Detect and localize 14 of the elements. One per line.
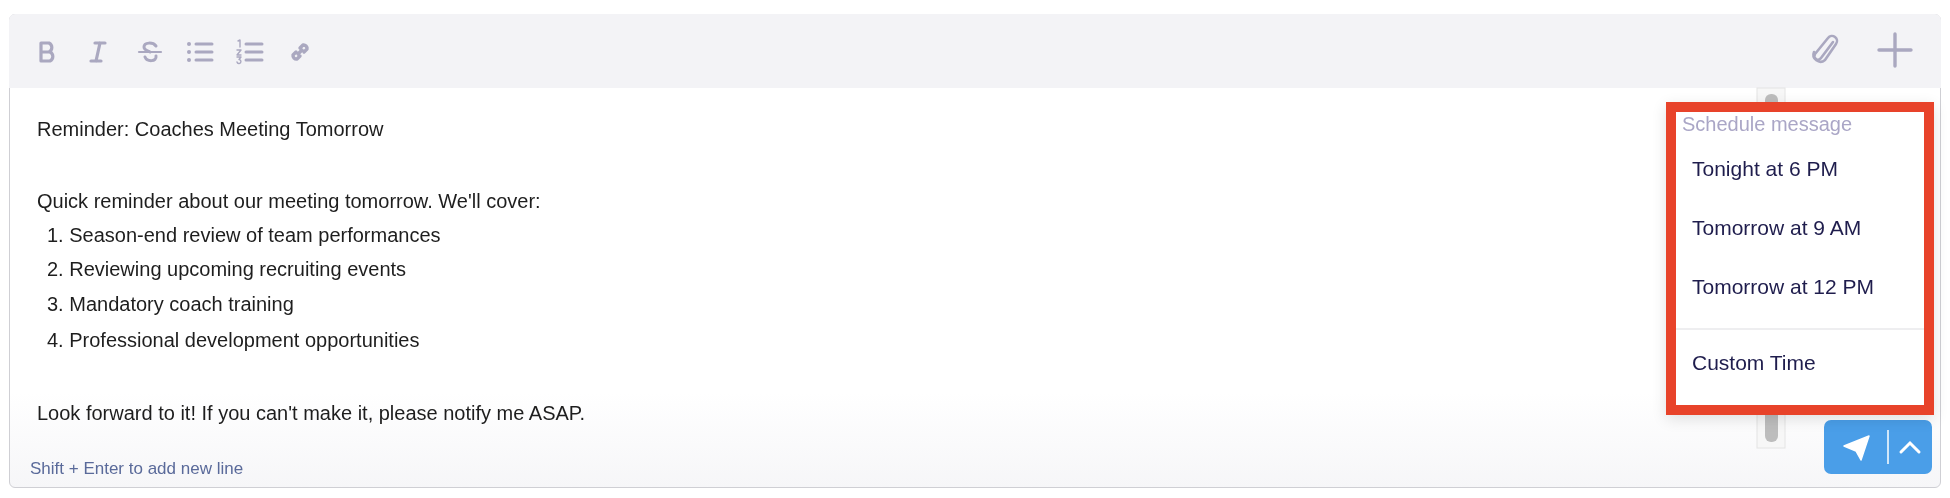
menu-item: Tomorrow at 9 AM [1692,215,1862,241]
list-item: 2. Reviewing upcoming recruiting events [47,257,407,281]
hint-text: Shift + Enter to add new line [30,458,244,480]
message-subject: Reminder: Coaches Meeting Tomorrow [37,117,384,141]
menu-item: Custom Time [1692,350,1816,376]
message-text: Quick reminder about our meeting tomorrow. We'll cover: [37,189,541,213]
menu-heading: Schedule message [1682,112,1853,137]
menu-item: Tomorrow at 12 PM [1692,274,1875,300]
list-item: 1. Season-end review of team performances [47,223,441,247]
menu-item: Tonight at 6 PM [1692,156,1838,182]
message-text: Look forward to it! If you can't make it, please notify me ASAP. [37,401,586,425]
schedule-menu [1666,102,1934,415]
list-item: 4. Professional development opportunities [47,328,420,352]
list-item: 3. Mandatory coach training [47,292,294,316]
